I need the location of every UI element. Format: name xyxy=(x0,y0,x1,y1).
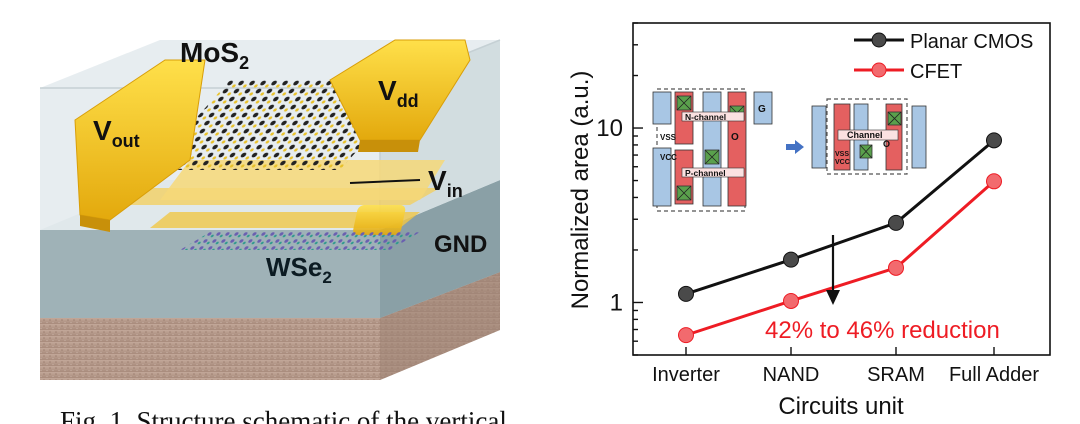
legend-marker-cfet xyxy=(871,62,887,78)
plot-frame xyxy=(632,22,1051,356)
channel-label: Channel xyxy=(847,130,883,140)
data-point-1-0 xyxy=(678,327,694,344)
vin-pointer xyxy=(349,179,421,184)
series-line-0 xyxy=(685,139,995,296)
p-channel-label: P-channel xyxy=(685,168,726,178)
data-point-1-1 xyxy=(783,292,799,309)
x-tick-label: Full Adder xyxy=(949,364,1039,386)
x-axis-ticks: Inverter NAND SRAM Full Adder xyxy=(652,347,1039,386)
wse2-label: WSe2 xyxy=(266,252,332,287)
vcc-label-right: VCC xyxy=(835,159,850,166)
vdd-contact xyxy=(329,39,471,152)
series-lines xyxy=(685,139,995,337)
data-point-1-2 xyxy=(888,259,904,276)
vout-contact xyxy=(74,59,206,232)
x-tick-label: Inverter xyxy=(652,364,720,386)
o-label-left: O xyxy=(731,132,739,143)
x-tick-label: NAND xyxy=(763,364,820,386)
x-axis-title: Circuits unit xyxy=(778,393,904,420)
wse2-lattice xyxy=(180,232,420,250)
y-axis-ticks: 1 10 xyxy=(596,22,643,356)
legend-label-planar: Planar CMOS xyxy=(910,31,1033,53)
data-point-0-2 xyxy=(888,214,904,231)
vin-label: Vin xyxy=(428,165,463,201)
gnd-label: GND xyxy=(434,231,487,258)
mos2-label: MoS2 xyxy=(180,37,249,73)
n-channel-label: N-channel xyxy=(685,112,726,122)
vss-label-right: VSS xyxy=(835,151,849,158)
legend: Planar CMOS CFET xyxy=(854,31,1033,83)
legend-marker-planar xyxy=(871,32,887,48)
arrow-icon xyxy=(786,140,804,154)
legend-label-cfet: CFET xyxy=(910,61,962,83)
device-schematic: MoS2 Vout Vdd Vin GND WSe2 xyxy=(40,37,501,380)
reduction-annotation: 42% to 46% reduction xyxy=(765,317,1000,344)
series-line-1 xyxy=(685,180,995,337)
y-tick-label: 1 xyxy=(610,289,623,316)
data-point-1-3 xyxy=(986,173,1002,190)
y-tick-label: 10 xyxy=(596,115,623,142)
vout-label: Vout xyxy=(93,115,140,151)
area-chart: 1 10 Inverter NAND SRAM Full Adder N-channel… xyxy=(567,22,1051,420)
series-points xyxy=(678,132,1002,344)
data-point-0-1 xyxy=(783,251,799,268)
reduction-arrow-head xyxy=(826,290,840,305)
vss-label-left: VSS xyxy=(660,133,677,142)
vcc-label-left: VCC xyxy=(660,153,677,162)
data-point-0-0 xyxy=(678,285,694,302)
vdd-label: Vdd xyxy=(378,75,419,111)
data-point-0-3 xyxy=(986,132,1002,149)
figure-caption: Fig. 1. Structure schematic of the verti… xyxy=(60,406,507,424)
layout-inset-right: Channel O VSS VCC xyxy=(811,98,927,175)
o-label-right: O xyxy=(883,139,890,149)
g-label: G xyxy=(758,104,766,115)
layout-inset-left: N-channel P-channel VSS VCC O G xyxy=(652,88,773,212)
x-tick-label: SRAM xyxy=(867,364,925,386)
substrate-block xyxy=(40,272,500,380)
y-axis-title: Normalized area (a.u.) xyxy=(567,71,594,310)
